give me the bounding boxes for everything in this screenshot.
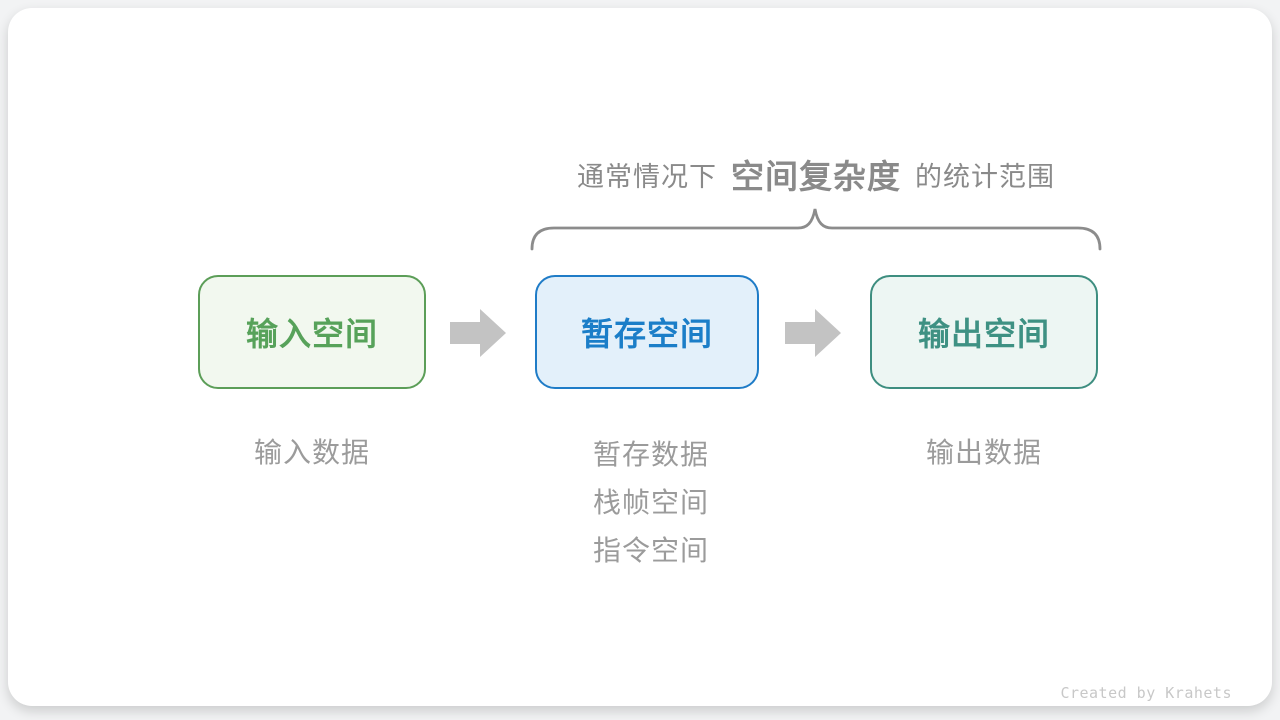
output-data-label: 输出数据 [925,437,1042,468]
temp-space-label: 暂存空间 [580,316,713,352]
input-data-label: 输入数据 [253,437,370,468]
diagram-card: 通常情况下 空间复杂度 的统计范围 输入空间 暂存空间 输出空间 输入数据 暂存… [8,8,1272,706]
output-space-box: 输出空间 [870,275,1098,389]
arrow-right-icon [785,308,841,358]
caption-prefix: 通常情况下 [577,161,717,192]
input-space-box: 输入空间 [198,275,426,389]
instruction-space-label: 指令空间 [593,535,710,566]
brace-icon [526,204,1106,254]
arrow-right-icon [450,308,506,358]
output-space-label: 输出空间 [917,316,1050,352]
temp-space-box: 暂存空间 [535,275,759,389]
input-space-label: 输入空间 [245,316,378,352]
caption-suffix: 的统计范围 [915,161,1055,192]
caption: 通常情况下 空间复杂度 的统计范围 [524,152,1108,196]
temp-data-label: 暂存数据 [593,439,710,470]
temp-space-sublabels: 暂存数据 栈帧空间 指令空间 [593,431,709,575]
credit-text: Created by Krahets [1060,684,1232,702]
caption-highlight: 空间复杂度 [731,158,901,195]
stack-frame-space-label: 栈帧空间 [593,487,710,518]
